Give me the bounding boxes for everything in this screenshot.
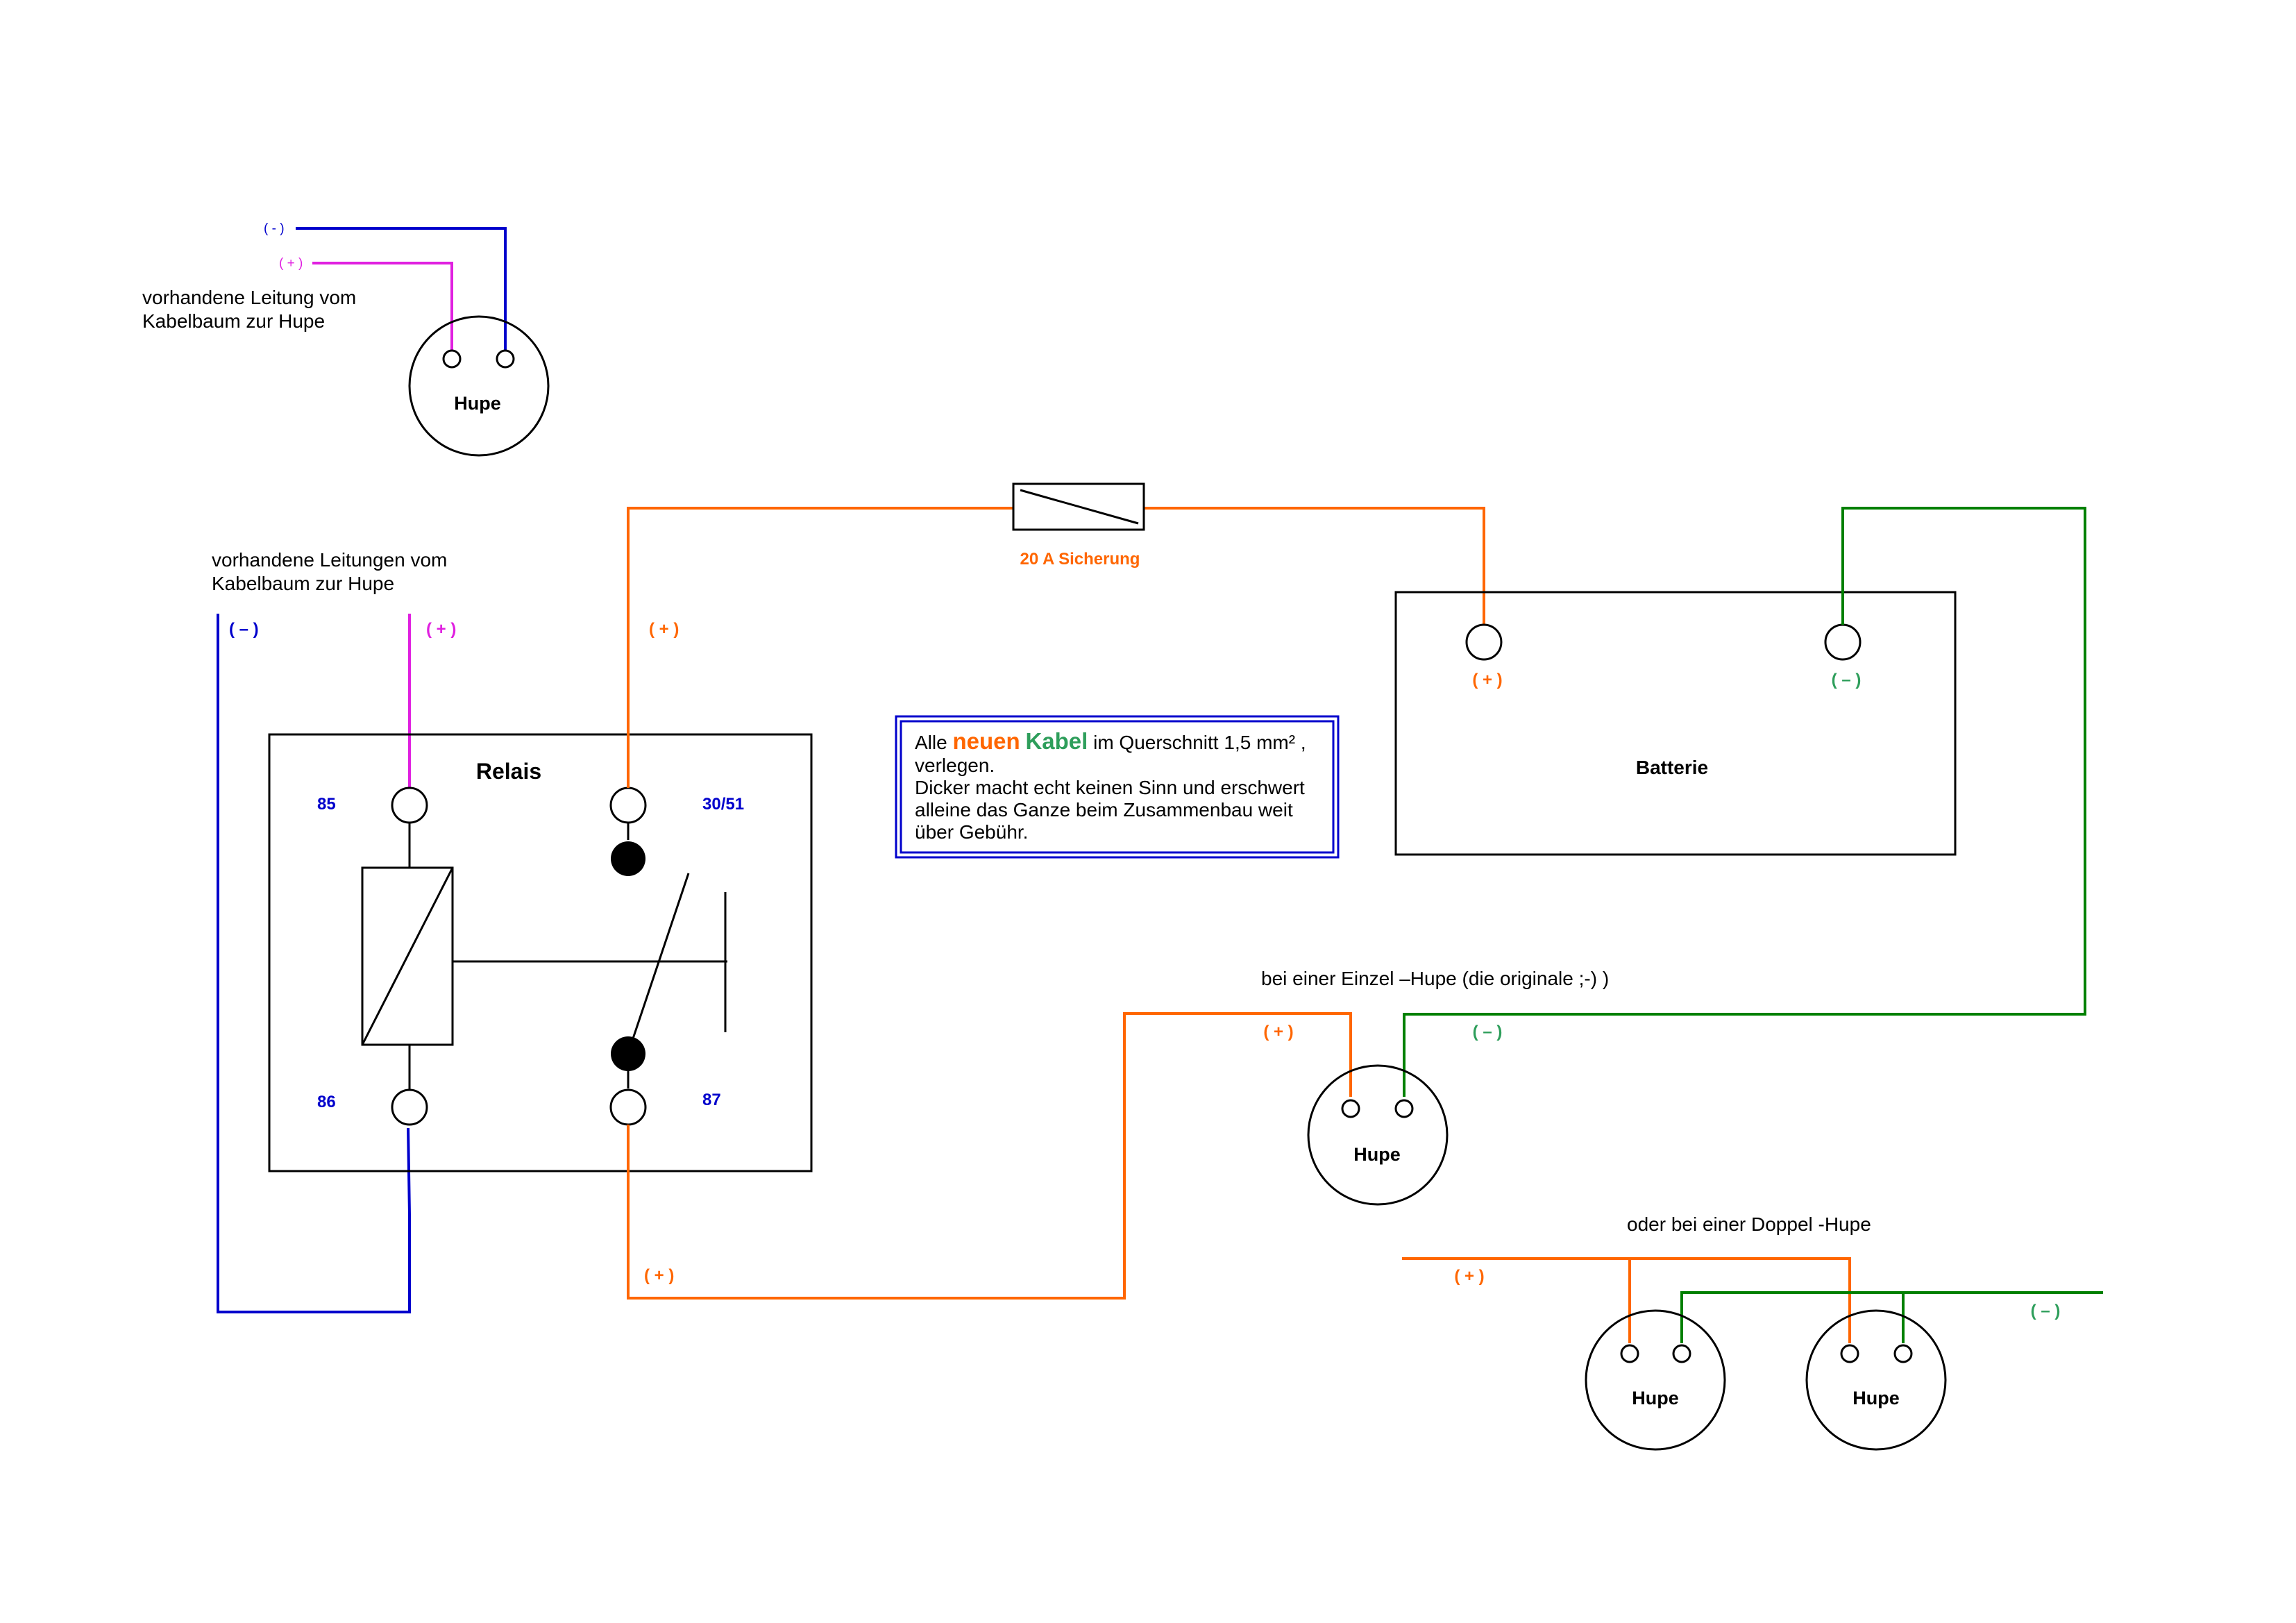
single-horn-caption: bei einer Einzel –Hupe (die originale ;-… [1261,968,1609,989]
single-horn-minus-terminal [1394,1099,1414,1118]
battery-plus-wire [1144,507,1485,625]
double-horn-1-plus-terminal [1620,1344,1639,1363]
battery-minus-label: ( – ) [1832,671,1862,689]
relay-terminal-87 [609,1088,647,1126]
note-word-cable: Kabel [1025,728,1088,754]
note-line2: verlegen. [915,755,995,776]
note-suffix: im Querschnitt 1,5 mm² , [1088,732,1306,753]
single-horn-label: Hupe [1353,1144,1401,1165]
relay-coil-diagonal [361,867,454,1045]
double-horn-1-label: Hupe [1632,1388,1679,1408]
battery: ( + ) ( – ) Batterie [1394,591,1957,856]
double-horn-1-minus-terminal [1672,1344,1691,1363]
double-horn-caption: oder bei einer Doppel -Hupe [1627,1213,1871,1235]
battery-plus-label: ( + ) [1472,671,1502,689]
relay-output-wire [627,1012,1352,1300]
relay-switch-blade [632,873,690,1039]
existing-caption-line1: vorhandene Leitung vom [142,287,356,308]
relay-terminal-85 [391,787,428,824]
relay-leads-caption-line2: Kabelbaum zur Hupe [212,573,394,594]
relay-title: Relais [476,759,541,784]
fuse-feed-plus-label: ( + ) [649,620,679,639]
note-line4: alleine das Ganze beim Zusammenbau weit [915,799,1293,821]
single-horn [1307,1064,1449,1206]
relay-terminal-3051 [609,787,647,824]
relay-minus-lead [217,614,411,1313]
fuse-feed-group: 20 A Sicherung ( + ) [627,482,1485,788]
relay-pin-86-label: 86 [317,1093,336,1111]
double-horn-2 [1805,1309,1947,1451]
existing-minus-wire [296,227,507,360]
single-horn-plus-terminal [1341,1099,1360,1118]
relay-box [268,733,813,1172]
note-line5: über Gebühr. [915,821,1028,843]
relay-leads-minus-label: ( – ) [229,620,259,639]
relay-leads-plus-label: ( + ) [426,620,456,639]
cable-note: Alle neuen Kabel im Querschnitt 1,5 mm² … [895,715,1340,859]
top-horn [408,315,550,457]
double-horn-minus-wire [1680,1291,2103,1343]
existing-plus-label: ( + ) [279,256,303,271]
double-horn-2-label: Hupe [1852,1388,1900,1408]
relay: Relais 85 86 30/51 87 [268,733,813,1172]
single-horn-group: bei einer Einzel –Hupe (die originale ;-… [1261,968,1609,1206]
battery-plus-terminal [1465,623,1503,661]
note-line1: Alle neuen Kabel im Querschnitt 1,5 mm² … [915,728,1306,754]
relay-terminal-86 [391,1088,428,1126]
note-space [1020,732,1026,753]
battery-box [1394,591,1957,856]
battery-minus-terminal [1824,623,1862,661]
note-box-outer [895,715,1340,859]
relay-leads-group: vorhandene Leitungen vom Kabelbaum zur H… [212,549,456,1313]
relay-leads-caption-line1: vorhandene Leitungen vom [212,549,447,571]
existing-caption-line2: Kabelbaum zur Hupe [142,310,325,332]
double-horn-plus-label: ( + ) [1454,1267,1484,1286]
existing-minus-label: ( - ) [264,221,285,236]
existing-plus-wire [312,262,453,360]
note-box-inner [900,720,1335,854]
double-horn-minus-label: ( – ) [2031,1302,2061,1320]
single-horn-minus-label: ( – ) [1473,1023,1503,1041]
fuse-feed-wire [627,507,1013,788]
note-line3: Dicker macht echt keinen Sinn und erschw… [915,777,1305,798]
relay-coil [361,866,454,1046]
battery-label: Batterie [1636,757,1708,778]
battery-ground-wire [1403,507,2086,1097]
contact-fixed-bottom [611,1036,645,1071]
fuse-diagonal [1020,489,1139,525]
double-horn-group: oder bei einer Doppel -Hupe ( + ) ( – ) … [1402,1213,2103,1451]
contact-fixed-top [611,841,645,876]
relay-pin-3051-label: 30/51 [702,795,744,814]
relay-pin-87-label: 87 [702,1091,721,1109]
note-word-new: neuen [952,728,1020,754]
existing-horn-group: ( - ) ( + ) vorhandene Leitung vom Kabel… [142,221,550,457]
top-horn-plus-terminal [442,349,462,369]
top-horn-minus-terminal [496,349,515,369]
double-horn-2-plus-terminal [1840,1344,1859,1363]
output-wire-plus-label: ( + ) [644,1266,674,1285]
double-horn-1 [1585,1309,1726,1451]
fuse-label: 20 A Sicherung [1020,550,1140,569]
top-horn-label: Hupe [454,393,501,414]
single-horn-plus-label: ( + ) [1263,1023,1293,1041]
note-prefix: Alle [915,732,952,753]
double-horn-2-minus-terminal [1893,1344,1913,1363]
relay-pin-85-label: 85 [317,795,336,814]
